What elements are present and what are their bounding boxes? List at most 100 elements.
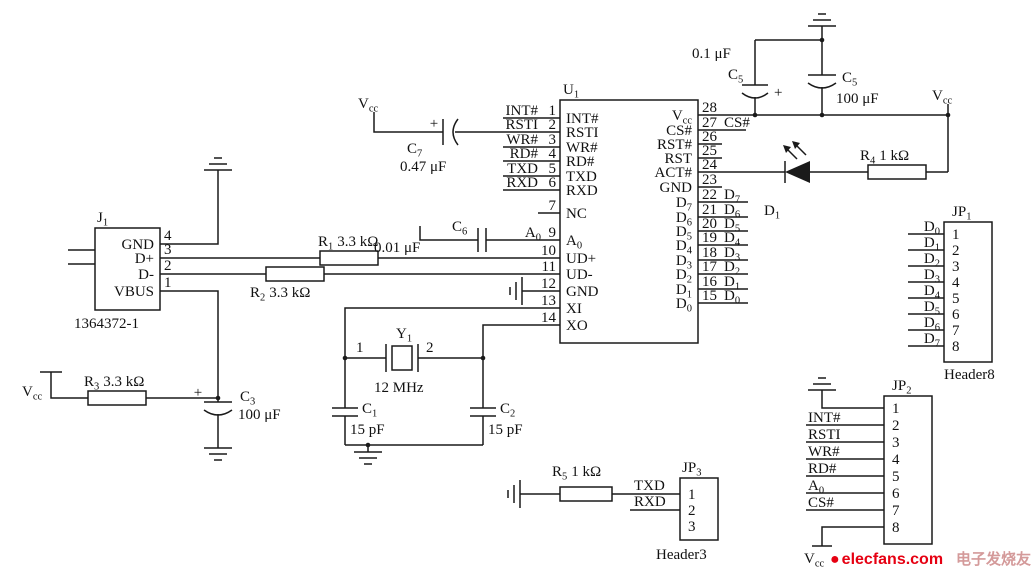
ic-pin-number: 25 [702,143,717,159]
ic-pin-name: XO [566,318,588,334]
ic-pin-name: TXD [566,169,597,185]
header-pin-number: 3 [952,259,960,275]
ic-pin-number: 15 [702,288,717,304]
header-pin-number: 6 [892,486,900,502]
capacitor-ref: C7 [407,141,422,160]
connector-pin-name: D- [138,267,154,283]
net-label: A0 [525,225,541,244]
connector-pin-number: 4 [164,228,172,244]
net-label: D3 [724,245,740,264]
ic-ref: U1 [563,82,579,101]
header-pin-number: 7 [892,503,900,519]
net-label: D3 [924,267,940,286]
header-pin-number: 7 [952,323,960,339]
ic-pin-name: WR# [566,140,598,156]
ic-pin-number: 19 [702,230,717,246]
header-pin-number: 2 [688,503,696,519]
header-pin-number: 3 [892,435,900,451]
net-label: D7 [724,187,740,206]
ic-pin-name: RST# [657,137,693,153]
ic-pin-number: 23 [702,172,717,188]
crystal-value: 12 MHz [374,380,424,396]
capacitor-value: 100 μF [238,407,281,423]
ic-pin-number: 26 [702,129,718,145]
header-type: Header3 [656,547,707,563]
ic-pin-name: RXD [566,183,598,199]
resistor-r1-body [319,250,379,266]
header-ref: JP3 [682,460,701,479]
resistor-r3-body [87,390,147,406]
net-label: CS# [808,495,834,511]
header-pin-number: 4 [952,275,960,291]
ic-pin-name: UD- [566,267,593,283]
ic-pin-name: D7 [676,195,692,214]
net-label: D1 [924,235,940,254]
net-label: WR# [808,444,840,460]
watermark-cn: 电子发烧友 [956,550,1031,568]
ic-pin-number: 3 [549,132,557,148]
header-ref: JP2 [892,378,911,397]
net-label: CS# [724,115,750,131]
ic-pin-name: NC [566,206,587,222]
net-label: RXD [634,494,666,510]
header-jp2-body [883,395,933,545]
header-pin-number: 5 [952,291,960,307]
ic-pin-number: 10 [541,243,556,259]
net-label: D2 [924,251,940,270]
net-label: A0 [808,478,824,497]
ic-pin-number: 20 [702,216,717,232]
header-pin-number: 2 [952,243,960,259]
junction-dot [215,395,221,401]
capacitor-value: 0.1 μF [692,46,731,62]
net-label: TXD [634,478,665,494]
capacitor-ref: C3 [240,389,255,408]
junction-dot [752,112,758,118]
capacitor-ref: C2 [500,401,515,420]
net-label: D6 [724,202,740,221]
capacitor-value: 15 pF [488,422,523,438]
net-label: RD# [510,146,539,162]
junction-dot [945,112,951,118]
capacitor-ref: C1 [362,401,377,420]
crystal-ref: Y1 [396,326,412,345]
net-label: WR# [506,132,538,148]
header-jp3-body [679,477,719,541]
header-ref: JP1 [952,204,971,223]
polarity-plus: + [774,85,782,101]
ic-pin-number: 4 [549,146,557,162]
ic-pin-name: D3 [676,253,692,272]
watermark-site: ●elecfans.com [830,551,943,568]
wire [50,26,949,546]
net-label: RXD [506,175,538,191]
net-label: D0 [924,219,940,238]
ic-pin-number: 16 [702,274,718,290]
connector-pin-name: VBUS [114,284,154,300]
ic-pin-name: UD+ [566,251,596,267]
ic-pin-number: 9 [549,225,557,241]
ic-pin-name: D1 [676,282,692,301]
header-pin-number: 1 [952,227,960,243]
net-label: RSTI [505,117,538,133]
ic-pin-name: INT# [566,111,599,127]
connector-pin-number: 3 [164,242,172,258]
net-label: D5 [724,216,740,235]
ic-u1-body [559,99,699,344]
net-label: TXD [507,161,538,177]
net-label: INT# [506,103,539,119]
ic-pin-name: D4 [676,238,693,257]
net-label: D2 [724,259,740,278]
connector-pin-number: 1 [164,275,172,291]
header-pin-number: 6 [952,307,960,323]
led-d1-triangle [785,161,810,183]
ic-pin-name: A0 [566,233,582,252]
capacitor-value: 0.01 μF [374,240,420,256]
capacitor-ref: C5 [842,70,857,89]
header-pin-number: 4 [892,452,900,468]
net-label: D1 [724,274,740,293]
crystal-pin-number: 2 [426,340,434,356]
ic-pin-name: GND [660,180,693,196]
header-pin-number: 1 [892,401,900,417]
